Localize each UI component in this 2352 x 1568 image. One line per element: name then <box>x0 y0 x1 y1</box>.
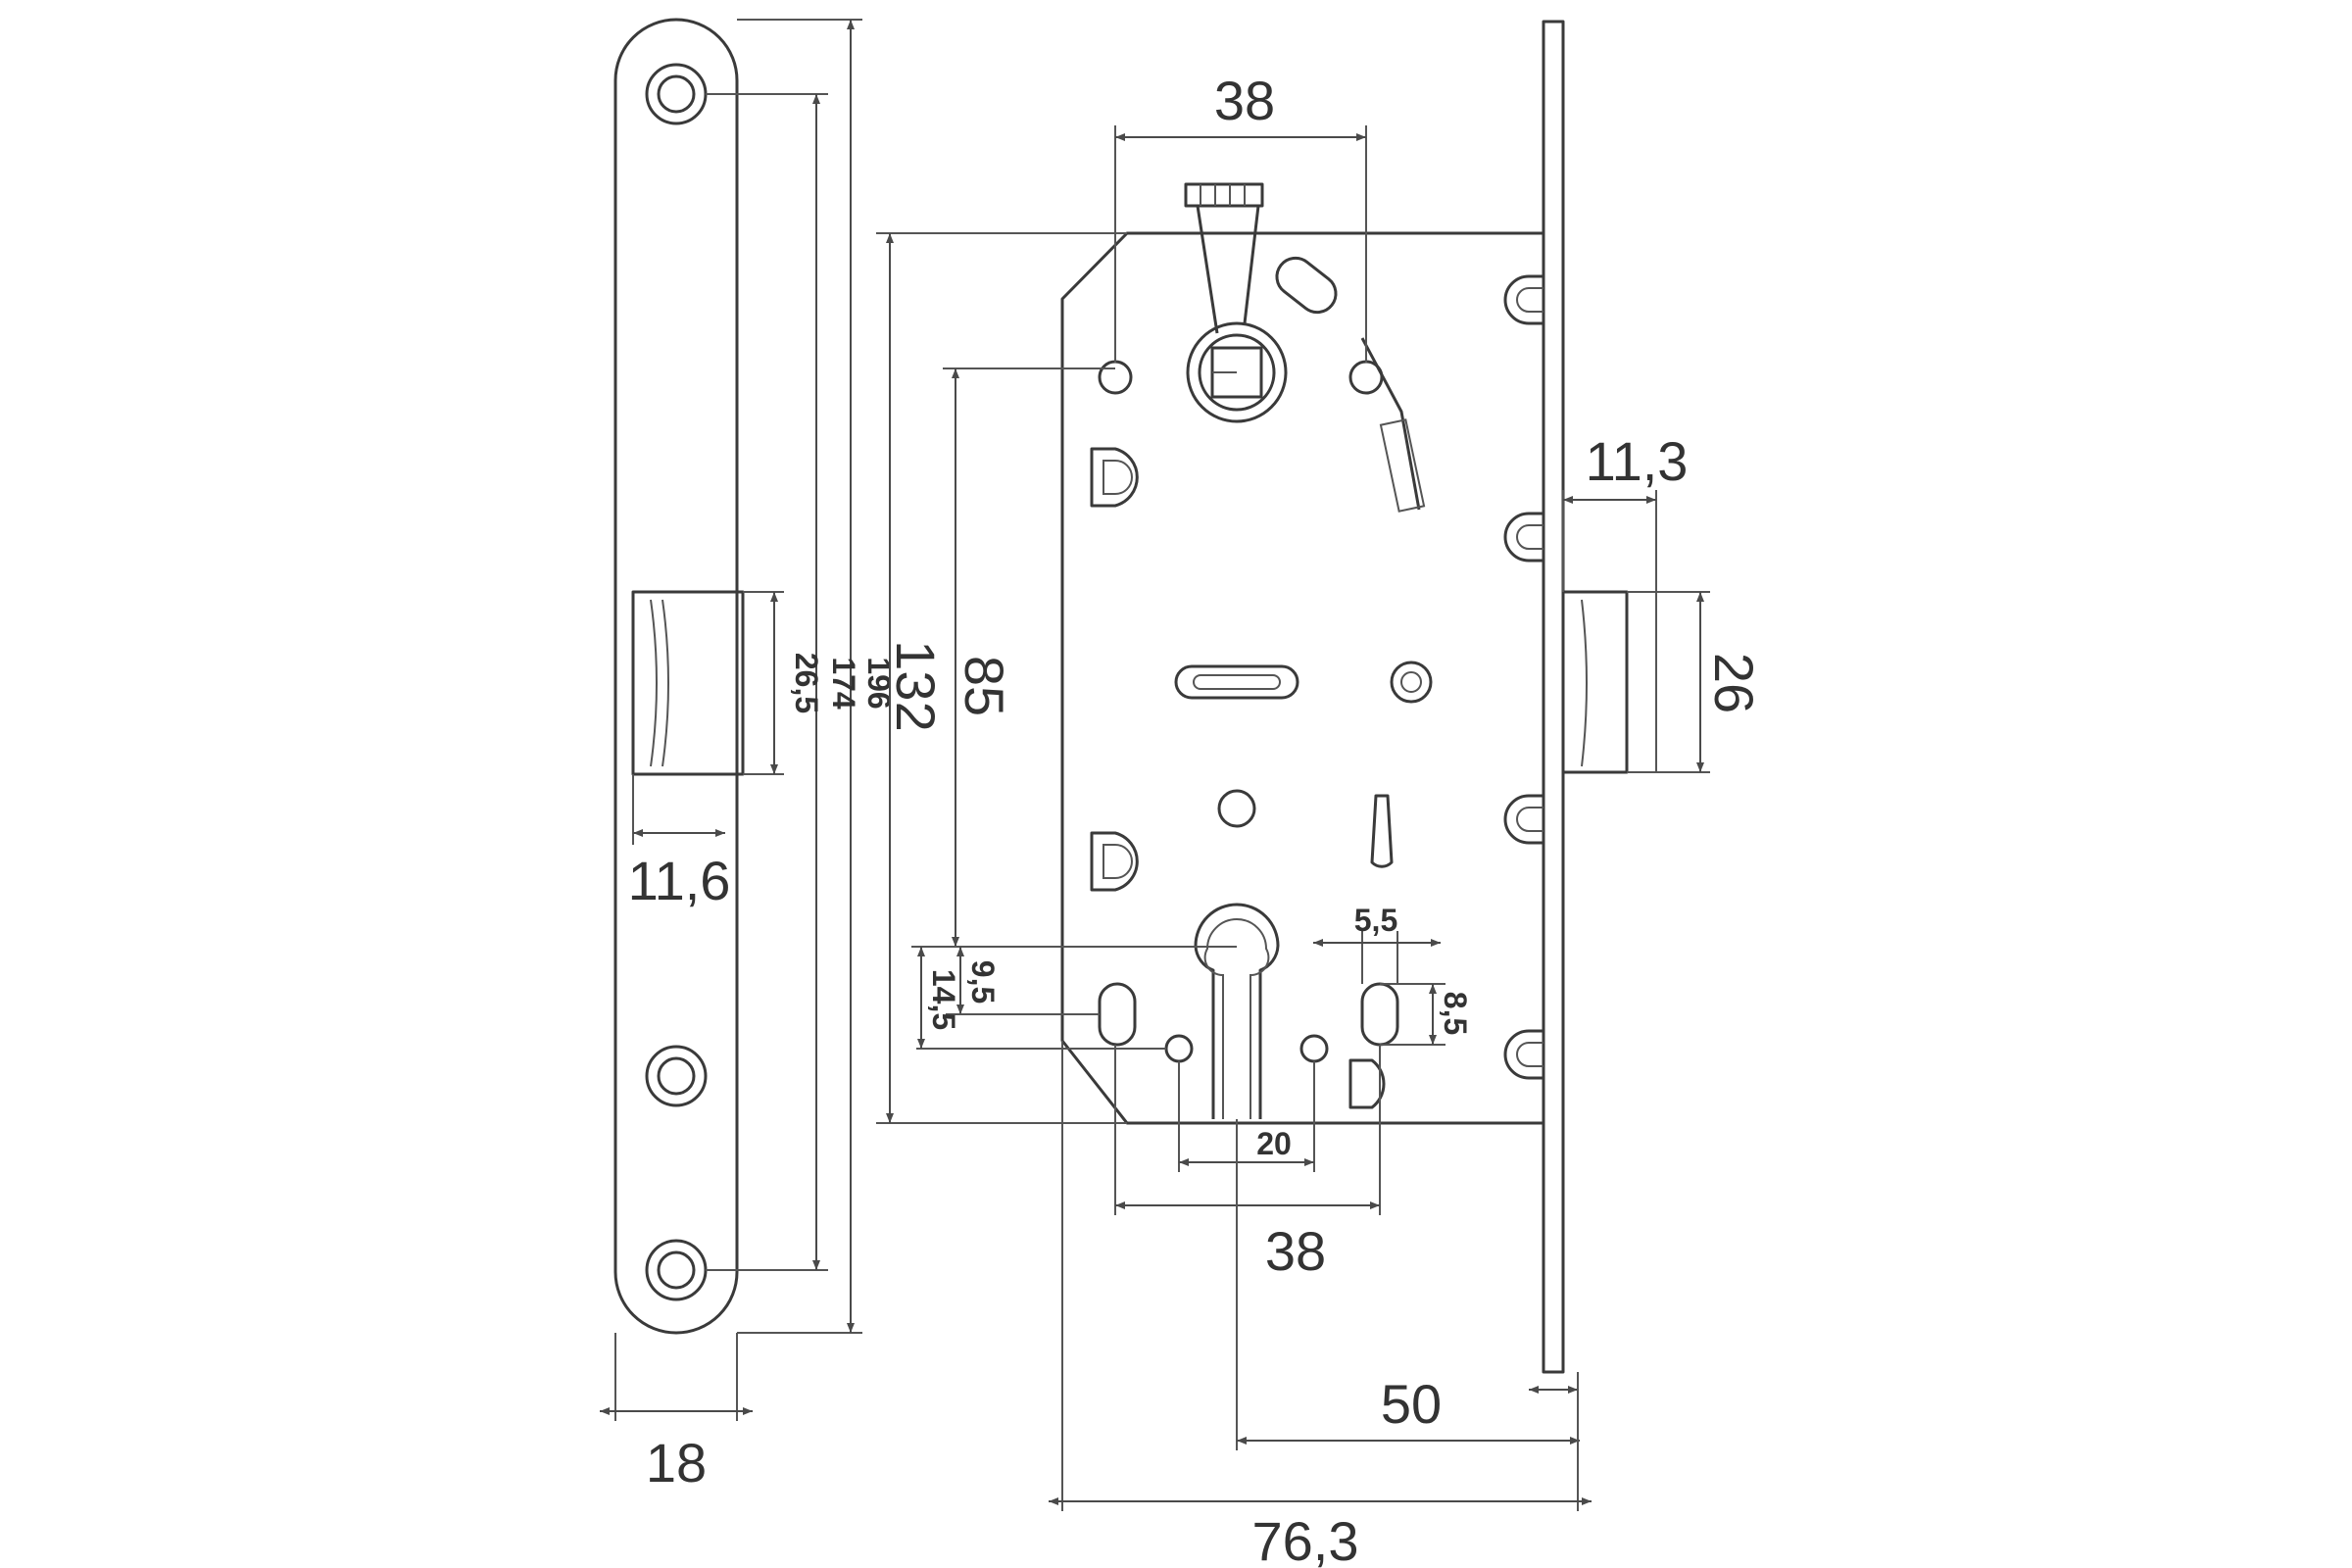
euro-cylinder-cutout <box>1194 903 1280 1119</box>
latch-bolt <box>1563 590 1629 774</box>
case-dimensions <box>876 125 1710 1511</box>
case-hook-2 <box>1503 512 1544 563</box>
oblong-hole-left <box>1098 982 1137 1047</box>
dim-label-faceplate-width: 18 <box>646 1432 707 1494</box>
small-latch <box>1348 1058 1386 1109</box>
case-marking-d-bottom <box>1090 831 1139 892</box>
mounting-hole-top-right <box>1348 360 1384 395</box>
lock-case <box>1060 20 1565 1374</box>
handle-hub <box>1186 321 1288 423</box>
screw-hole-top <box>645 63 708 125</box>
case-hook-1 <box>1503 274 1544 325</box>
cylinder-screw-hole-left <box>1164 1034 1194 1063</box>
dim-label-cyl-hole-width: 5,5 <box>1354 903 1397 938</box>
case-slot <box>1174 664 1299 700</box>
faceplate-dimensions <box>600 19 862 1421</box>
mounting-hole-center <box>1217 789 1256 828</box>
dim-label-cyl-offset-large: 14,5 <box>926 969 961 1030</box>
dim-label-handle-to-cylinder: 85 <box>954 656 1015 716</box>
case-hook-3 <box>1503 794 1544 845</box>
dim-label-latch-height-side: 26 <box>1703 653 1765 713</box>
screw-hole-middle <box>645 1045 708 1107</box>
dim-label-screw-spacing: 174 <box>826 657 861 710</box>
mounting-hole-top-left <box>1098 360 1133 395</box>
dim-label-cyl-screw-spacing: 20 <box>1256 1126 1292 1161</box>
case-marking-d-top <box>1090 447 1139 508</box>
dim-label-case-height: 132 <box>885 640 947 731</box>
oblong-hole-right <box>1360 982 1399 1047</box>
latch-pin-slot <box>1370 794 1394 868</box>
dim-label-bottom-spacing: 38 <box>1265 1220 1326 1282</box>
case-rivet <box>1390 661 1433 704</box>
latch-slot <box>631 590 745 776</box>
dim-label-latch-height-face: 26,5 <box>789 653 824 713</box>
dim-label-latch-slot-width: 11,6 <box>628 850 731 911</box>
dim-label-cyl-offset-small: 9,5 <box>965 960 1001 1004</box>
spring-lever <box>1184 182 1426 513</box>
dim-label-case-depth: 76,3 <box>1252 1510 1359 1568</box>
dim-label-latch-projection: 11,3 <box>1586 430 1689 492</box>
cylinder-screw-hole-right <box>1299 1034 1329 1063</box>
dim-label-cyl-hole-height: 8,5 <box>1438 992 1473 1035</box>
screw-hole-bottom <box>645 1239 708 1301</box>
dim-label-backset: 50 <box>1381 1373 1442 1435</box>
case-hook-4 <box>1503 1029 1544 1080</box>
faceplate <box>613 18 745 1335</box>
dim-label-top-spacing: 38 <box>1214 70 1275 131</box>
